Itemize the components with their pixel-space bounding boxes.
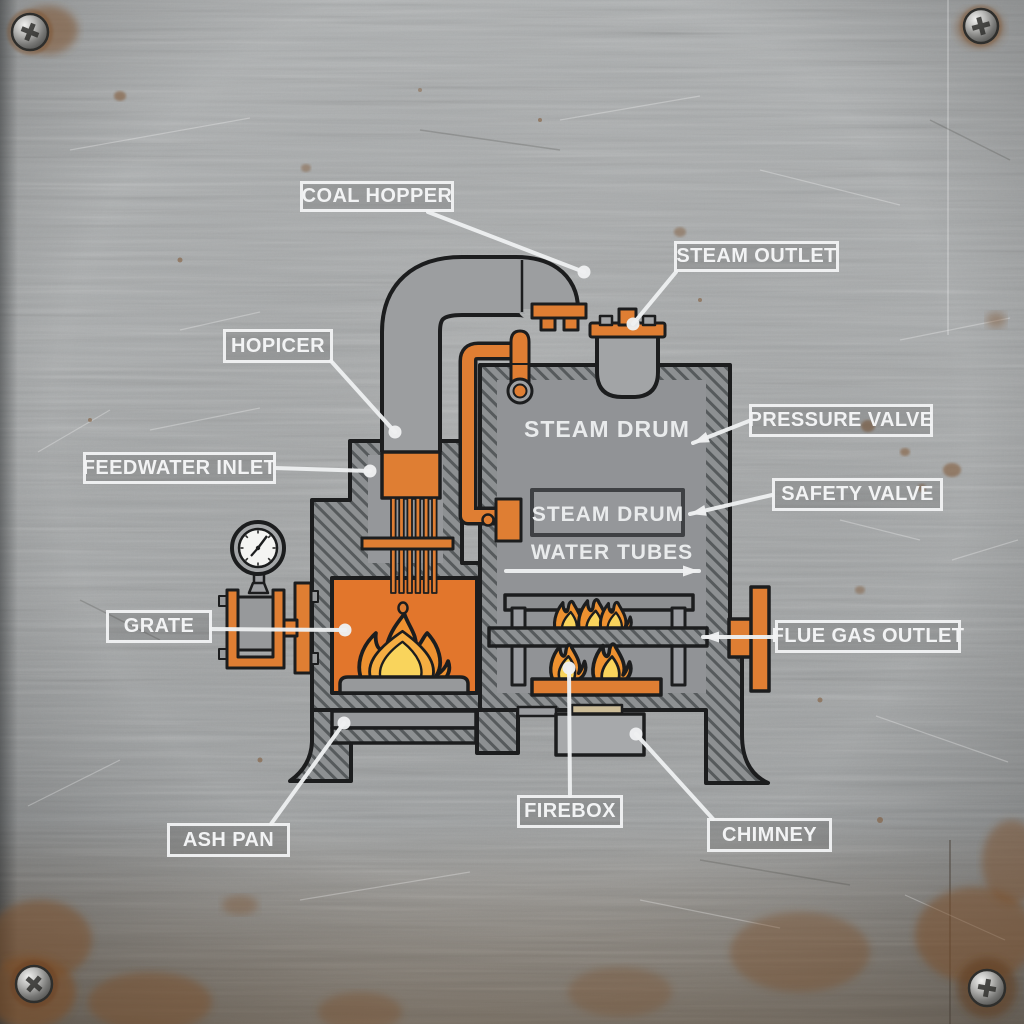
leader-firebox-dot — [562, 661, 576, 675]
leader-steam-outlet-dot — [626, 317, 640, 331]
steam-drum-box-text: STEAM DRUM — [532, 503, 684, 526]
screw-icon-top-left — [7, 9, 53, 55]
base-bar — [330, 726, 478, 745]
tube-crossbar — [360, 536, 455, 551]
leader-feedwater-inlet-dot — [363, 464, 377, 478]
pipe-bolt — [481, 513, 495, 527]
grate-pedestal — [338, 675, 470, 695]
leader-coal-hopper — [426, 210, 586, 274]
spark — [397, 601, 409, 615]
feedwater-inlet-block — [380, 450, 442, 500]
firebox-shelf — [530, 677, 663, 697]
gauge-icon — [230, 520, 286, 576]
feed-pipe — [458, 329, 534, 543]
scratches — [27, 95, 1019, 941]
steam-drum-text: STEAM DRUM — [524, 416, 690, 442]
scratches-dark — [79, 119, 1011, 886]
leader-flue-gas-outlet-arrow — [703, 631, 719, 643]
leader-hopper-dot — [388, 425, 402, 439]
leader-lines — [209, 210, 778, 826]
leader-ash-pan — [269, 721, 346, 826]
ash-pan-drawer — [330, 709, 478, 730]
hopper-flange — [530, 302, 588, 320]
leader-feedwater-inlet — [273, 466, 372, 473]
screw-icon-top-right — [960, 5, 1002, 47]
leader-grate-dot — [338, 623, 352, 637]
drum-inlet-tee — [494, 497, 523, 543]
coal-hopper-pipe — [380, 255, 588, 452]
leader-grate — [209, 627, 347, 632]
leader-pressure-valve-arrow — [693, 432, 710, 443]
steam-outlet-dome — [588, 307, 667, 399]
leader-safety-valve-arrow — [690, 505, 707, 516]
leader-steam-outlet — [631, 270, 678, 326]
steam-drum-inner-box — [530, 488, 685, 537]
flue-flames-upper — [552, 598, 633, 636]
water-tubes-text: WATER TUBES — [531, 541, 693, 564]
leader-coal-hopper-dot — [577, 265, 591, 279]
screw-icon-bottom-left — [10, 960, 58, 1008]
leader-firebox — [567, 666, 572, 798]
water-tube-assembly — [487, 593, 709, 697]
leader-water-tubes-pointer-arrow — [683, 565, 699, 577]
center-support — [475, 708, 520, 755]
leader-chimney-dot — [629, 727, 643, 741]
leader-ash-pan-dot — [337, 716, 351, 730]
leader-hopper — [329, 359, 397, 434]
screw-icon-bottom-right — [957, 958, 1017, 1018]
water-tube-bar — [487, 626, 709, 648]
firebox-flame — [357, 612, 452, 684]
flue-flames-lower — [549, 642, 633, 685]
leader-chimney — [634, 732, 715, 821]
